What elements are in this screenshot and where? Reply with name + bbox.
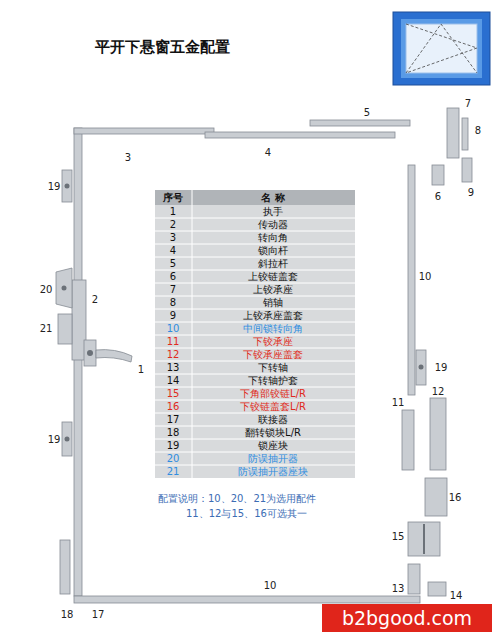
callout-number: 6 — [435, 191, 441, 202]
callout-number: 16 — [449, 492, 462, 503]
callout-number: 19 — [48, 434, 61, 445]
part-name: 联接器 — [258, 413, 288, 426]
part-name: 斜拉杆 — [258, 257, 288, 270]
callout-number: 21 — [40, 323, 53, 334]
callout-number: 5 — [364, 107, 370, 118]
row-number: 20 — [167, 452, 180, 465]
row-number: 11 — [167, 335, 180, 348]
part-name: 下角部铰链L/R — [240, 387, 306, 400]
row-number: 9 — [170, 309, 176, 322]
callout-number: 10 — [419, 271, 432, 282]
part-name: 锁座块 — [258, 439, 288, 452]
row-number: 13 — [167, 361, 180, 374]
row-number: 10 — [167, 322, 180, 335]
part-name: 上铰承座 — [253, 283, 293, 296]
part-name: 下铰承座 — [253, 335, 293, 348]
part-name: 上铰链盖套 — [248, 270, 298, 283]
watermark-box: b2bgood.com — [322, 604, 492, 632]
row-number: 16 — [167, 400, 180, 413]
part-name: 锁向杆 — [258, 244, 288, 257]
callout-number: 12 — [432, 386, 445, 397]
part-name: 中间锁转向角 — [243, 322, 303, 335]
part-name: 下铰链盖套L/R — [240, 400, 306, 413]
callout-number: 20 — [40, 284, 53, 295]
callout-number: 18 — [61, 609, 74, 620]
part-name: 下转轴 — [258, 361, 288, 374]
row-number: 6 — [170, 270, 176, 283]
callout-number: 14 — [450, 590, 463, 601]
row-number: 19 — [167, 439, 180, 452]
title: 平开下悬窗五金配置 — [95, 38, 230, 57]
row-number: 17 — [167, 413, 180, 426]
row-number: 18 — [167, 426, 180, 439]
callout-number: 13 — [392, 583, 405, 594]
callout-number: 3 — [125, 152, 131, 163]
callout-number: 19 — [435, 362, 448, 373]
callout-number: 2 — [92, 294, 98, 305]
part-name: 转向角 — [258, 231, 288, 244]
row-number: 5 — [170, 257, 176, 270]
callout-number: 1 — [138, 364, 144, 375]
callout-number: 11 — [392, 397, 405, 408]
part-name: 防误抽开器 — [248, 452, 298, 465]
part-name: 传动器 — [258, 218, 288, 231]
part-name: 翻转锁块L/R — [245, 426, 301, 439]
row-number: 15 — [167, 387, 180, 400]
row-number: 12 — [167, 348, 180, 361]
callout-number: 8 — [475, 125, 481, 136]
row-number: 2 — [170, 218, 176, 231]
row-number: 14 — [167, 374, 180, 387]
callout-number: 17 — [92, 609, 105, 620]
part-name: 执手 — [263, 205, 283, 218]
row-number: 1 — [170, 205, 176, 218]
part-name: 防误抽开器座块 — [238, 465, 308, 478]
watermark-text: b2bgood.com — [342, 607, 472, 629]
callout-number: 10 — [264, 580, 277, 591]
row-number: 3 — [170, 231, 176, 244]
callout-number: 15 — [392, 531, 405, 542]
part-name: 上铰承座盖套 — [243, 309, 303, 322]
callout-number: 4 — [265, 147, 271, 158]
callout-number: 19 — [48, 181, 61, 192]
callout-number: 7 — [465, 98, 471, 109]
config-note: 配置说明：10、20、21为选用配件 — [158, 492, 316, 505]
callout-number: 9 — [468, 187, 474, 198]
row-number: 7 — [170, 283, 176, 296]
table-header: 名 称 — [261, 191, 284, 204]
table-header: 序号 — [163, 191, 183, 204]
part-name: 下转轴护套 — [248, 374, 298, 387]
part-name: 下铰承座盖套 — [243, 348, 303, 361]
row-number: 8 — [170, 296, 176, 309]
row-number: 4 — [170, 244, 176, 257]
row-number: 21 — [167, 465, 180, 478]
config-note: 11、12与15、16可选其一 — [186, 507, 307, 520]
part-name: 销轴 — [263, 296, 283, 309]
